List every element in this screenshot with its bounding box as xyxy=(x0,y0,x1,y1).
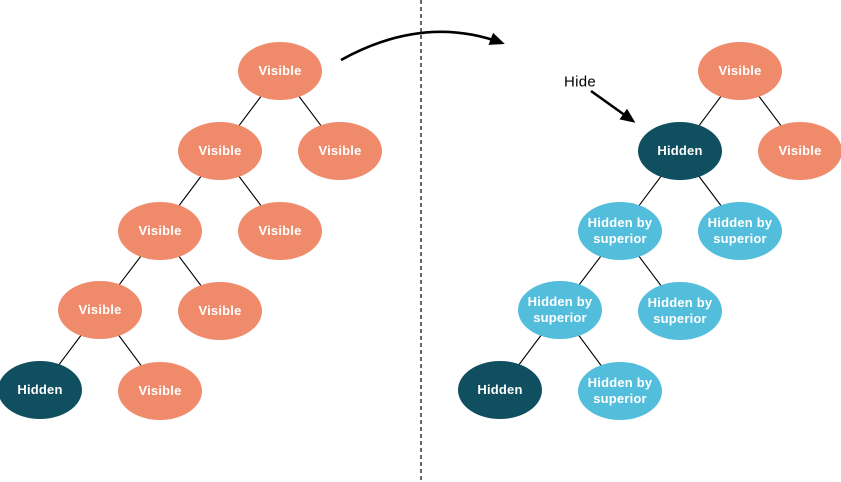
tree-edge xyxy=(39,309,101,391)
tree-edge xyxy=(279,70,341,152)
tree-edge xyxy=(499,309,561,391)
tree-edge xyxy=(99,230,161,311)
tree-edge xyxy=(159,230,221,312)
tree-edge xyxy=(219,150,281,232)
tree-edge xyxy=(619,150,681,232)
hide-arrow xyxy=(590,89,636,123)
tree-edge xyxy=(679,150,741,232)
tree-edge xyxy=(159,150,221,232)
tree-edge xyxy=(559,309,621,392)
tree-edge xyxy=(219,70,281,152)
tree-edge xyxy=(559,230,621,311)
tree-edge xyxy=(739,70,801,152)
tree-edge xyxy=(679,70,741,152)
transition-arrow xyxy=(340,30,505,62)
tree-edge xyxy=(99,309,161,392)
hide-action-label: Hide xyxy=(563,73,597,91)
tree-edge xyxy=(619,230,681,312)
